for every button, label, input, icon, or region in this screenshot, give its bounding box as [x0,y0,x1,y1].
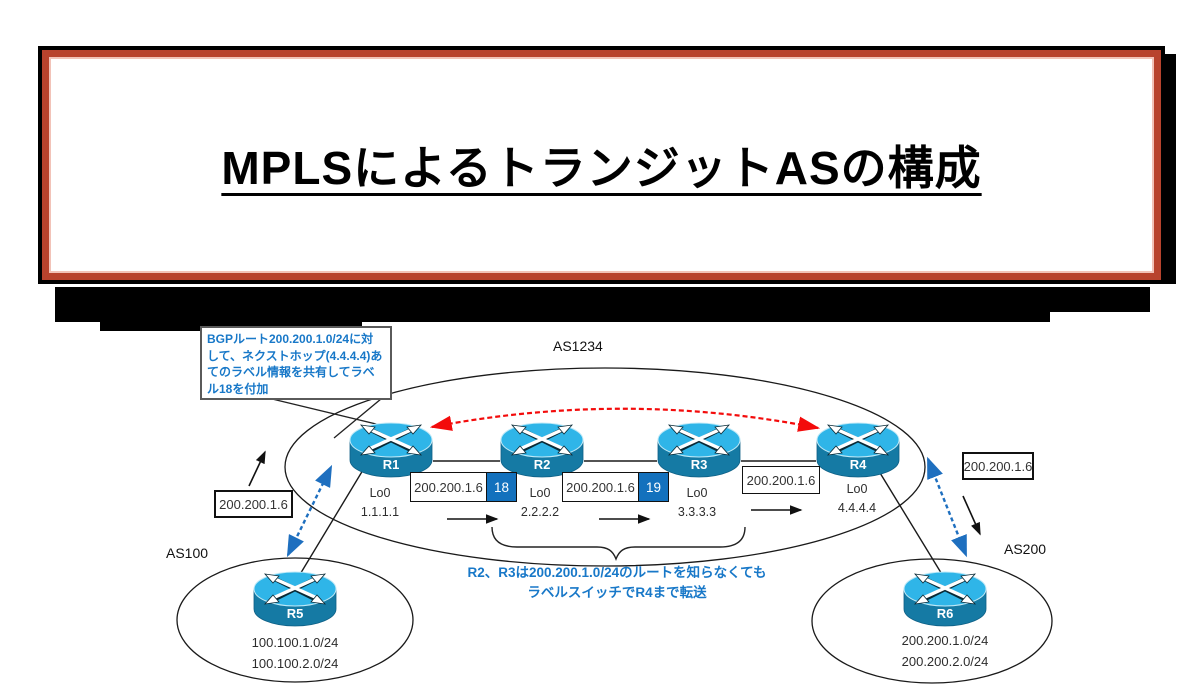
ingress-arrow [248,450,266,487]
r5-networks: 100.100.1.0/24 100.100.2.0/24 [251,635,339,671]
router-r3: R3 [657,421,741,479]
title-banner-inner: MPLSによるトランジットASの構成 [49,57,1154,273]
router-r6-label: R6 [936,606,954,621]
egress-arrow [962,495,981,536]
as100-ellipse [176,557,414,683]
packet-r2-r3: 200.200.1.6 19 [562,472,669,502]
title-shadow-bar-mid [55,312,1050,322]
ebgp-arrow-r5-r1 [286,464,333,558]
packet-ingress-left: 200.200.1.6 [214,490,293,518]
packet-egress-right: 200.200.1.6 [962,452,1034,480]
packet-dest: 200.200.1.6 [562,472,639,502]
page-title: MPLSによるトランジットASの構成 [221,142,982,194]
router-r5-label: R5 [286,606,304,621]
router-r1-label: R1 [382,457,400,472]
packet-dest: 200.200.1.6 [742,466,820,494]
router-r2-label: R2 [533,457,551,472]
packet-r3-r4: 200.200.1.6 [742,466,820,494]
router-r2: R2 [500,421,584,479]
link-r4-r6 [876,467,944,577]
r3-loopback: Lo0 3.3.3.3 [677,486,717,519]
bgp-label-callout-text: BGPルート200.200.1.0/24に対 して、ネクストホップ(4.4.4.… [207,332,383,396]
bgp-label-callout: BGPルート200.200.1.0/24に対 して、ネクストホップ(4.4.4.… [200,326,392,400]
label-switch-brace [491,526,746,561]
r1-loopback: Lo0 1.1.1.1 [360,486,400,519]
as1234-label: AS1234 [553,338,603,354]
router-r6: R6 [903,570,987,628]
ebgp-arrow-r4-r6 [926,456,968,558]
ibgp-session-arrow [429,407,821,432]
packet-dest: 200.200.1.6 [214,490,293,518]
title-shadow-bar-main [55,287,1150,312]
packet-dest: 200.200.1.6 [410,472,487,502]
r6-networks: 200.200.1.0/24 200.200.2.0/24 [901,633,989,669]
title-banner: MPLSによるトランジットASの構成 [38,46,1165,284]
label-switching-note: R2、R3は200.200.1.0/24のルートを知らなくても ラベルスイッチで… [467,565,767,600]
r2-loopback: Lo0 2.2.2.2 [520,486,560,519]
packet-dest: 200.200.1.6 [962,452,1034,480]
router-r4-label: R4 [849,457,867,472]
router-r3-label: R3 [690,457,708,472]
as1234-ellipse [284,367,926,567]
title-shadow-strip-right [1165,54,1176,284]
mpls-label-tag: 18 [487,472,517,502]
as200-label: AS200 [1004,541,1047,557]
title-banner-border: MPLSによるトランジットASの構成 [42,50,1161,280]
r4-loopback: Lo0 4.4.4.4 [837,482,877,515]
as100-label: AS100 [166,545,209,561]
router-r1: R1 [349,421,433,479]
router-r4: R4 [816,421,900,479]
packet-r1-r2: 200.200.1.6 18 [410,472,517,502]
mpls-label-tag: 19 [639,472,669,502]
router-r5: R5 [253,570,337,628]
